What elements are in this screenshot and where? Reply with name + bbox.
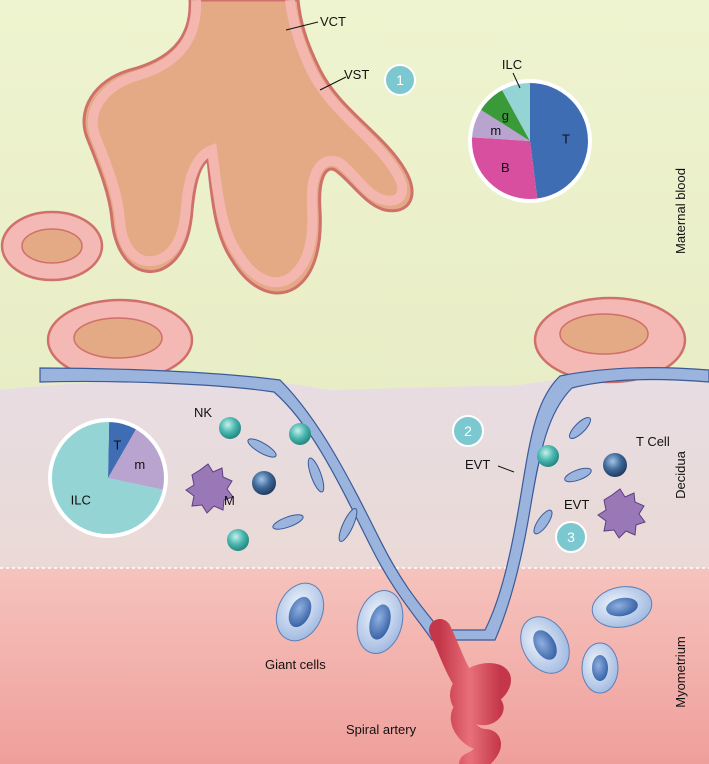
vst-label: VST (344, 67, 369, 82)
macrophage (185, 463, 234, 514)
interstitial-evt (338, 508, 358, 542)
pie-slice-t (530, 81, 591, 201)
pie-label-b: B (501, 160, 510, 175)
vst-leader (319, 76, 347, 91)
giant-cells-label: Giant cells (265, 657, 326, 672)
pie-slice-m (108, 427, 166, 491)
giant-cell (520, 616, 570, 674)
pie-label-t: T (562, 132, 570, 147)
interstitial-evt (272, 514, 304, 530)
maternal-blood-pie: T Bmg ILC (468, 57, 592, 203)
pie-slice-b (470, 137, 538, 201)
nk-cell (537, 445, 559, 467)
macrophage (597, 488, 646, 539)
evt-label-right: EVT (564, 497, 589, 512)
nk-cell (219, 417, 241, 439)
interstitial-evt (568, 416, 592, 440)
pie-border (48, 418, 168, 538)
marker-1-number: 1 (396, 72, 404, 88)
ilc-leader (512, 72, 521, 89)
decidua-label: Decidua (673, 450, 688, 498)
pie-slice-ilc (501, 81, 530, 141)
marker-2-number: 2 (464, 423, 472, 439)
t-cell (603, 453, 627, 477)
t-cell (252, 471, 276, 495)
pie-border (468, 79, 592, 203)
nk-label: NK (194, 405, 212, 420)
myometrium-label: Myometrium (673, 636, 688, 708)
giant-cell (275, 582, 325, 642)
giant-cell (356, 590, 404, 654)
interstitial-evt (564, 467, 592, 483)
pie-slice-m (470, 108, 530, 141)
maternal-blood-label: Maternal blood (673, 168, 688, 254)
pie-label-m: m (490, 123, 501, 138)
pie-label-m: m (134, 457, 145, 472)
pie-slice-ilc (49, 420, 165, 536)
pie-slice-t (108, 420, 137, 478)
marker-3-number: 3 (567, 529, 575, 545)
decidua-layer (0, 371, 709, 568)
marker-2 (452, 415, 484, 447)
vct-label: VCT (320, 14, 346, 29)
interstitial-evt (247, 438, 277, 458)
evt-leader (497, 465, 515, 473)
spiral-artery-label: Spiral artery (346, 722, 417, 737)
pie-label-ilc: ILC (71, 493, 91, 508)
interstitial-evt (307, 457, 325, 493)
pie-slice-g (479, 88, 530, 141)
villous-tree (82, 0, 414, 295)
marker-3 (555, 521, 587, 553)
evt-surface-layer (39, 366, 709, 641)
pie-label-ilc: ILC (502, 57, 522, 72)
giant-cell (591, 586, 653, 628)
giant-cell (581, 642, 619, 694)
nk-cell (289, 423, 311, 445)
spiral-artery (429, 619, 512, 764)
pie-label-g: g (502, 108, 509, 123)
nk-cell (227, 529, 249, 551)
interstitial-evt (533, 509, 553, 535)
macrophage-label: M (224, 493, 235, 508)
evt-label-left: EVT (465, 457, 490, 472)
marker-1 (384, 64, 416, 96)
vct-leader (285, 21, 319, 31)
pie-label-t: T (113, 437, 121, 452)
t-cell-label: T Cell (636, 434, 670, 449)
